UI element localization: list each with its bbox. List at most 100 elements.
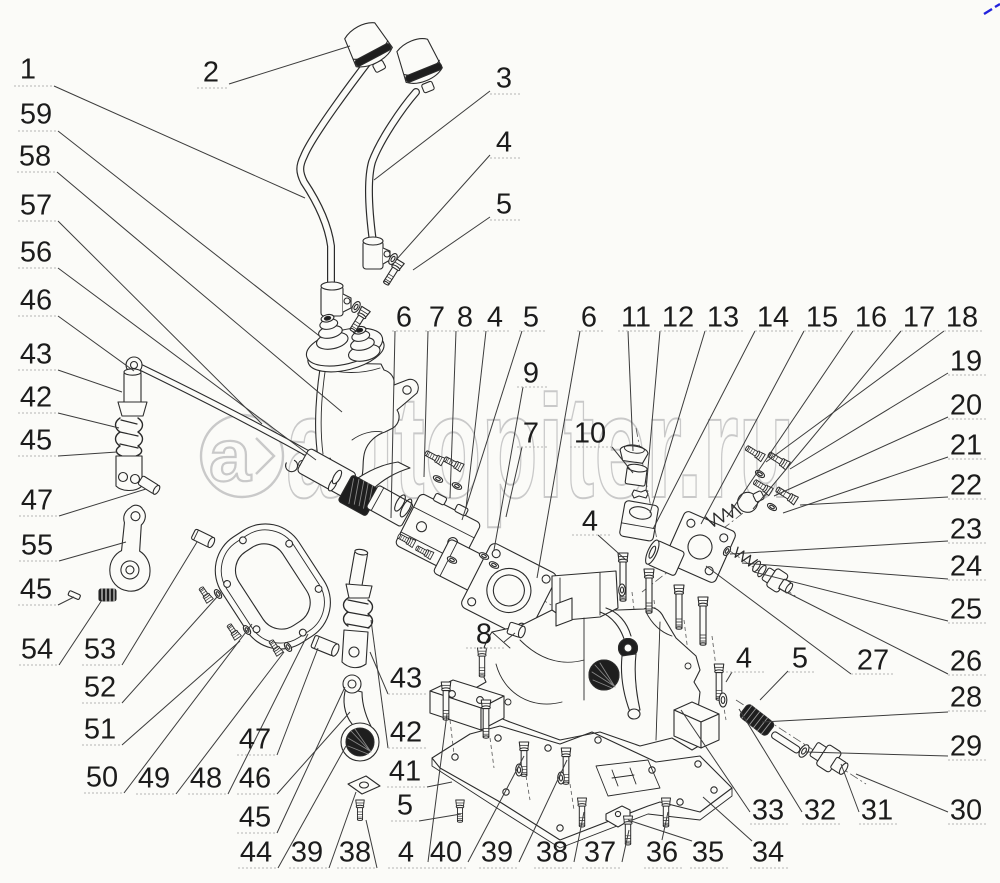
leader-line-21 xyxy=(782,456,949,514)
leader-line-45 xyxy=(57,451,118,457)
washer xyxy=(722,545,732,557)
part-cap-column-shape-shape xyxy=(624,444,645,454)
part-number-18: 18 xyxy=(946,302,978,334)
leader-line-44 xyxy=(277,745,347,869)
axis-lines-shape xyxy=(489,737,495,769)
part-left-lever-assy-shape xyxy=(123,368,142,376)
bolt-shape xyxy=(699,642,707,646)
part-number-45: 45 xyxy=(20,425,52,457)
part-detent-set-shape xyxy=(784,582,794,594)
bolt xyxy=(415,545,435,560)
bolt-shape xyxy=(385,273,394,283)
part-housing-tower xyxy=(551,570,619,627)
part-number-4: 4 xyxy=(582,506,598,538)
leader-line-1 xyxy=(53,85,306,199)
part-number-56: 56 xyxy=(20,237,52,269)
part-boot-plate xyxy=(305,313,385,373)
part-number-17: 17 xyxy=(903,302,935,334)
part-lever-right-clamp-shape xyxy=(383,250,391,258)
part-lever-left xyxy=(296,22,393,317)
bolt xyxy=(518,741,530,777)
part-link-arm-55 xyxy=(109,504,151,592)
part-shaft-assembly-shape xyxy=(366,485,414,527)
part-number-5: 5 xyxy=(397,790,413,822)
part-number-36: 36 xyxy=(646,837,678,869)
part-gasket-shape xyxy=(676,798,684,806)
bolt-shape xyxy=(232,633,240,639)
part-left-lever-assy-shape-shape xyxy=(152,484,161,495)
part-bottom-housing-shape xyxy=(684,662,692,670)
pen-scribble-shape xyxy=(983,7,993,16)
part-number-22: 22 xyxy=(950,470,982,502)
bolt-shape xyxy=(676,618,682,626)
part-clip-small-shape xyxy=(285,459,299,473)
part-pin-53-shape xyxy=(207,536,216,549)
watermark-logo-letter: a xyxy=(209,414,252,497)
washer xyxy=(478,552,490,560)
leader-line-8 xyxy=(503,632,516,643)
part-lever-right-shape-shape xyxy=(396,38,443,84)
part-knurled-nut xyxy=(67,588,117,602)
bolt-shape xyxy=(790,495,797,504)
washer xyxy=(766,502,778,512)
part-oval-cover-shape xyxy=(238,536,247,545)
part-square-washer-shape xyxy=(358,781,370,789)
part-number-45: 45 xyxy=(20,574,52,606)
bolt-shape xyxy=(662,824,670,828)
leader-line-2 xyxy=(228,45,351,85)
leader-line-31 xyxy=(840,763,860,813)
bolt-shape xyxy=(624,842,632,846)
part-hex-plug-shape xyxy=(517,625,526,639)
part-number-5: 5 xyxy=(792,643,808,675)
leader-line-47 xyxy=(58,488,147,517)
part-link-arm-55-shape xyxy=(109,504,151,592)
part-number-47: 47 xyxy=(21,485,53,517)
part-number-59: 59 xyxy=(20,99,52,131)
bolt xyxy=(198,586,214,604)
part-number-14: 14 xyxy=(757,302,789,334)
bolt-shape xyxy=(270,641,278,650)
part-oval-cover-shape xyxy=(234,543,311,630)
bolt-shape xyxy=(619,598,627,602)
washer-shape xyxy=(454,483,460,489)
part-housing-bracket-shape xyxy=(402,385,412,395)
part-number-46: 46 xyxy=(20,285,52,317)
part-number-43: 43 xyxy=(390,663,422,695)
part-number-29: 29 xyxy=(950,731,982,763)
part-guide-block-shape xyxy=(620,522,656,530)
part-number-10: 10 xyxy=(574,418,606,450)
washer-shape xyxy=(481,553,487,559)
leader-line-57 xyxy=(57,220,263,425)
bolt-shape xyxy=(442,690,450,720)
leader-line-28 xyxy=(761,711,949,723)
bolt xyxy=(745,445,766,463)
part-number-55: 55 xyxy=(21,530,53,562)
part-bottom-housing-shape xyxy=(591,662,616,689)
part-bracket-35-shape xyxy=(614,810,622,818)
part-number-50: 50 xyxy=(86,762,118,794)
bolt-shape xyxy=(757,452,764,461)
bolt-shape xyxy=(357,811,363,818)
part-lever-right xyxy=(362,38,443,270)
part-hex-plug xyxy=(506,621,526,639)
bolt xyxy=(577,797,587,828)
part-right-flange-shape xyxy=(664,511,736,583)
part-number-52: 52 xyxy=(84,672,116,704)
part-detent-spring-dark-shape xyxy=(739,704,775,736)
leader-line-48 xyxy=(227,633,309,795)
leader-line-30 xyxy=(855,773,949,813)
bolt xyxy=(697,596,709,646)
leader-line-49 xyxy=(175,651,285,795)
part-gasket-shape xyxy=(556,824,564,832)
washer-shape xyxy=(516,766,522,774)
part-number-12: 12 xyxy=(662,302,694,334)
leader-line-8 xyxy=(449,330,457,499)
part-number-19: 19 xyxy=(950,346,982,378)
part-lever2-spring xyxy=(341,548,374,669)
part-inner-lever xyxy=(599,607,641,720)
leader-line-37 xyxy=(621,829,630,863)
part-pin-47 xyxy=(310,635,340,657)
leader-line-53 xyxy=(121,541,198,666)
washer xyxy=(432,475,444,483)
part-number-54: 54 xyxy=(21,634,53,666)
